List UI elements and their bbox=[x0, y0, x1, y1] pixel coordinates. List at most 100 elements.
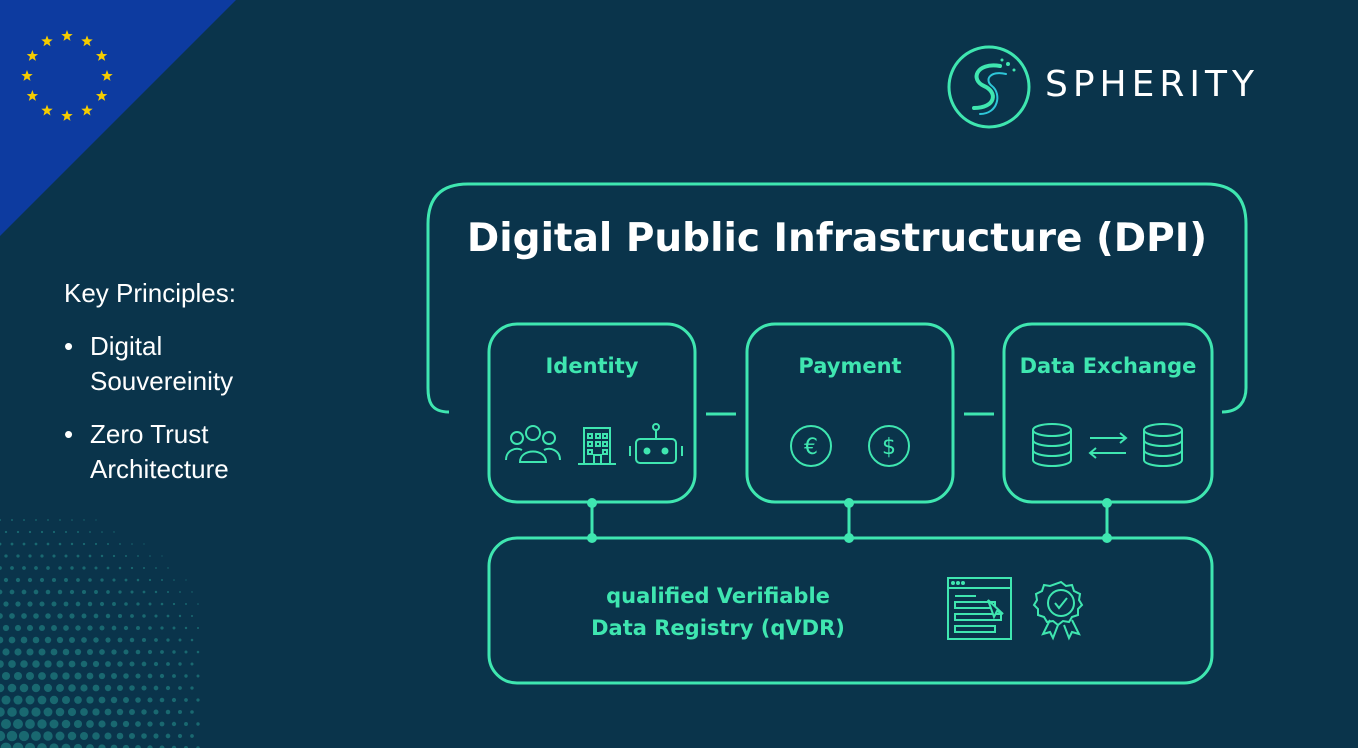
halftone-dot bbox=[136, 578, 140, 582]
halftone-dot bbox=[100, 554, 104, 558]
halftone-dot bbox=[49, 743, 59, 748]
halftone-dot bbox=[32, 636, 40, 644]
halftone-dot bbox=[98, 672, 106, 680]
halftone-dot bbox=[99, 649, 105, 655]
halftone-dot bbox=[171, 745, 177, 748]
halftone-dot bbox=[22, 542, 26, 546]
halftone-dot bbox=[70, 566, 74, 570]
halftone-dot bbox=[98, 744, 106, 748]
halftone-dot bbox=[61, 719, 71, 729]
halftone-dot bbox=[92, 732, 100, 740]
halftone-dot bbox=[80, 684, 88, 692]
halftone-dot bbox=[27, 577, 33, 583]
halftone-dot bbox=[160, 650, 164, 654]
halftone-dot bbox=[76, 578, 80, 582]
halftone-dot bbox=[39, 601, 45, 607]
key-principles-heading: Key Principles: bbox=[64, 278, 236, 308]
robot-icon bbox=[629, 423, 683, 464]
halftone-dot bbox=[111, 673, 117, 679]
halftone-dot bbox=[46, 566, 50, 570]
halftone-dot bbox=[74, 696, 82, 704]
halftone-dot bbox=[56, 684, 64, 692]
halftone-dot bbox=[26, 648, 34, 656]
halftone-dot bbox=[4, 530, 8, 534]
halftone-dot bbox=[61, 743, 71, 748]
halftone-dot bbox=[68, 684, 76, 692]
halftone-dot bbox=[28, 530, 32, 534]
exchange-arrows-icon bbox=[1088, 432, 1128, 459]
halftone-dot bbox=[160, 602, 164, 606]
halftone-dot bbox=[196, 698, 200, 702]
halftone-dot bbox=[190, 638, 194, 642]
eu-star-icon bbox=[26, 50, 39, 61]
bullet-point: • bbox=[64, 419, 74, 449]
halftone-dot bbox=[101, 531, 103, 533]
halftone-dot bbox=[98, 696, 106, 704]
halftone-dot bbox=[119, 543, 121, 545]
halftone-dot bbox=[154, 614, 158, 618]
junction-dot bbox=[587, 533, 597, 543]
halftone-dot bbox=[25, 671, 35, 681]
halftone-dot bbox=[21, 613, 27, 619]
halftone-dot bbox=[129, 685, 135, 691]
halftone-dot bbox=[190, 734, 194, 738]
halftone-dot bbox=[160, 626, 164, 630]
halftone-dot bbox=[75, 625, 81, 631]
halftone-dot bbox=[191, 615, 193, 617]
halftone-dot bbox=[38, 624, 46, 632]
halftone-dot bbox=[8, 636, 16, 644]
halftone-dot bbox=[112, 554, 116, 558]
eu-star-icon bbox=[41, 35, 53, 47]
halftone-dot bbox=[80, 708, 88, 716]
halftone-dot bbox=[107, 543, 109, 545]
halftone-dot bbox=[71, 519, 73, 521]
halftone-dot bbox=[73, 743, 83, 748]
halftone-dot bbox=[55, 707, 65, 717]
halftone-dot bbox=[0, 589, 3, 595]
halftone-dot bbox=[147, 697, 153, 703]
halftone-dot bbox=[67, 731, 77, 741]
principle-text: Digital Souvereinity bbox=[90, 331, 234, 396]
halftone-dot bbox=[64, 554, 68, 558]
halftone-dot bbox=[43, 683, 53, 693]
halftone-dot bbox=[86, 720, 94, 728]
halftone-dot bbox=[64, 578, 68, 582]
halftone-dot bbox=[39, 577, 45, 583]
halftone-dot bbox=[44, 660, 52, 668]
halftone-dot bbox=[159, 673, 165, 679]
halftone-dot bbox=[10, 542, 14, 546]
halftone-dot bbox=[172, 650, 176, 654]
halftone-dot bbox=[82, 566, 86, 570]
halftone-dot bbox=[177, 709, 183, 715]
halftone-dot bbox=[50, 648, 58, 656]
halftone-dot bbox=[50, 672, 58, 680]
halftone-dot bbox=[178, 686, 182, 690]
halftone-dot bbox=[19, 683, 29, 693]
halftone-dot bbox=[61, 695, 71, 705]
svg-text:$: $ bbox=[882, 435, 896, 460]
halftone-dot bbox=[148, 626, 152, 630]
halftone-dot bbox=[51, 601, 57, 607]
payment-label: Payment bbox=[798, 354, 902, 378]
halftone-dot bbox=[98, 720, 106, 728]
halftone-dot bbox=[34, 542, 38, 546]
halftone-dot bbox=[1, 671, 11, 681]
registry-label-line2: Data Registry (qVDR) bbox=[591, 616, 845, 640]
halftone-dot bbox=[13, 719, 23, 729]
halftone-dot bbox=[136, 602, 140, 606]
halftone-dot bbox=[40, 530, 44, 534]
halftone-dot bbox=[87, 649, 93, 655]
halftone-dot bbox=[70, 542, 74, 546]
halftone-dot bbox=[184, 722, 188, 726]
halftone-dot bbox=[38, 672, 46, 680]
halftone-dot bbox=[37, 743, 47, 748]
certificate-badge-icon bbox=[1032, 580, 1084, 641]
halftone-dot bbox=[116, 732, 124, 740]
halftone-dot bbox=[6, 730, 18, 742]
halftone-dot bbox=[135, 721, 141, 727]
halftone-dot bbox=[76, 554, 80, 558]
halftone-dot bbox=[37, 695, 47, 705]
halftone-dot bbox=[52, 554, 56, 558]
junction-dot bbox=[587, 498, 597, 508]
